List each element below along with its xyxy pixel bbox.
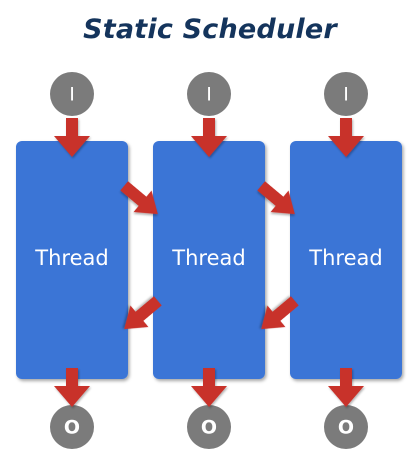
input-arrow (191, 118, 227, 157)
output-node (187, 405, 231, 449)
thread-box (16, 141, 128, 379)
thread-box (290, 141, 402, 379)
output-node-label: O (201, 417, 217, 439)
output-node (50, 405, 94, 449)
arrow-thread3-to-thread2 (261, 296, 299, 330)
thread-column-2: Thread I O (153, 72, 265, 449)
output-arrow (191, 368, 227, 407)
diagram-title: Static Scheduler (83, 14, 337, 45)
thread-label: Thread (171, 246, 245, 270)
thread-label: Thread (308, 246, 382, 270)
output-node-label: O (64, 417, 80, 439)
input-node (324, 72, 368, 116)
output-arrow (54, 368, 90, 407)
input-node-label: I (343, 84, 349, 106)
input-node-label: I (206, 84, 212, 106)
output-node (324, 405, 368, 449)
input-arrow (54, 118, 90, 157)
output-node-label: O (338, 417, 354, 439)
thread-column-1: Thread I O (16, 72, 128, 449)
input-node-label: I (69, 84, 75, 106)
thread-column-3: Thread I O (290, 72, 402, 449)
arrow-thread2-to-thread1 (124, 296, 162, 330)
output-arrow (328, 368, 364, 407)
thread-label: Thread (34, 246, 108, 270)
input-arrow (328, 118, 364, 157)
input-node (50, 72, 94, 116)
arrow-thread2-to-thread3 (257, 181, 295, 215)
thread-box (153, 141, 265, 379)
input-node (187, 72, 231, 116)
arrow-thread1-to-thread2 (120, 181, 158, 215)
